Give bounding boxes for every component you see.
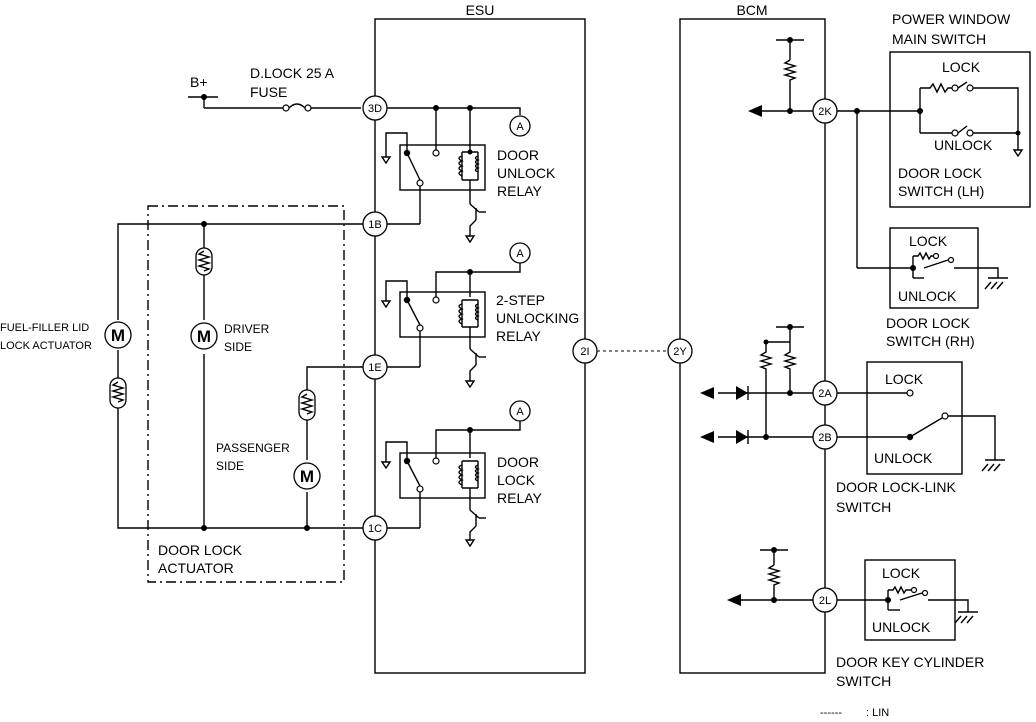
power-window-main-switch: POWER WINDOW MAIN SWITCH LOCK UNLOCK DOO… [889, 11, 1031, 208]
terminal-2l: 2L [812, 587, 838, 613]
svg-text:A: A [516, 248, 524, 260]
svg-text:LOCK ACTUATOR: LOCK ACTUATOR [0, 340, 92, 352]
svg-text:UNLOCKING: UNLOCKING [496, 310, 579, 326]
svg-text:LOCK: LOCK [885, 371, 924, 387]
motor-icon: M [197, 327, 211, 346]
svg-text:SIDE: SIDE [224, 340, 252, 354]
d-lock-fuse: D.LOCK 25 A FUSE [204, 65, 361, 112]
svg-text:2-STEP: 2-STEP [496, 292, 545, 308]
svg-text:LOCK: LOCK [909, 233, 948, 249]
terminal-2i: 2I [572, 338, 598, 364]
terminal-1b: 1B [362, 211, 388, 237]
actuator-wiring [117, 221, 363, 531]
terminal-2y: 2Y [667, 338, 693, 364]
svg-text:SIDE: SIDE [216, 459, 244, 473]
svg-text:3D: 3D [368, 103, 382, 115]
svg-text:DOOR LOCK-LINK: DOOR LOCK-LINK [836, 479, 956, 495]
fuse-label-line2: FUSE [250, 84, 287, 100]
door-key-cylinder-switch: LOCK UNLOCK DOOR KEY CYLINDER SWITCH [836, 559, 984, 689]
motor-icon: M [300, 467, 314, 486]
fuel-filler-lid-actuator: M FUEL-FILLER LID LOCK ACTUATOR [0, 321, 132, 409]
svg-text:LOCK: LOCK [942, 59, 981, 75]
passenger-side-actuator: M PASSENGER SIDE [216, 389, 321, 490]
svg-text:UNLOCK: UNLOCK [874, 450, 933, 466]
svg-text:RELAY: RELAY [497, 490, 543, 506]
svg-text:2B: 2B [818, 432, 831, 444]
svg-text:SWITCH: SWITCH [836, 673, 891, 689]
two-step-unlocking-relay: 2-STEP UNLOCKING RELAY [380, 280, 579, 389]
door-lock-link-switch: LOCK UNLOCK DOOR LOCK-LINK SWITCH [836, 361, 1005, 515]
svg-text:1B: 1B [368, 219, 381, 231]
svg-text:RELAY: RELAY [497, 183, 543, 199]
svg-text:RELAY: RELAY [496, 328, 542, 344]
bcm-input-2k [748, 37, 813, 117]
svg-text:UNLOCK: UNLOCK [898, 288, 957, 304]
svg-text:LOCK: LOCK [882, 565, 921, 581]
connector-a-1: A [509, 115, 531, 137]
svg-text:DOOR: DOOR [497, 147, 539, 163]
svg-text:FUEL-FILLER LID: FUEL-FILLER LID [0, 322, 89, 334]
battery-supply: B+ [188, 74, 218, 108]
svg-text:A: A [516, 121, 524, 133]
esu-label: ESU [466, 2, 495, 18]
svg-text:DOOR: DOOR [497, 454, 539, 470]
svg-text:2Y: 2Y [673, 346, 687, 358]
legend-lin: ------ : LIN [820, 707, 889, 719]
terminal-2a: 2A [812, 380, 838, 406]
motor-icon: M [111, 326, 125, 345]
connector-a-3: A [435, 400, 531, 458]
bcm-module: BCM [679, 2, 826, 674]
svg-text:UNLOCK: UNLOCK [497, 165, 556, 181]
svg-text:1C: 1C [368, 523, 382, 535]
svg-text:ACTUATOR: ACTUATOR [158, 560, 234, 576]
door-lock-actuator-group: DOOR LOCK ACTUATOR [147, 205, 345, 583]
door-lock-relay: DOOR LOCK RELAY [380, 441, 543, 548]
wiring-2k-external [837, 108, 920, 269]
svg-text:DRIVER: DRIVER [224, 322, 270, 336]
connector-a-2: A [435, 242, 531, 297]
driver-side-actuator: M DRIVER SIDE [190, 247, 270, 354]
esu-supply-bus [387, 105, 521, 150]
terminal-3d: 3D [362, 95, 388, 121]
legend-symbol: ------ [820, 707, 842, 719]
terminal-2k: 2K [812, 98, 838, 124]
bcm-label: BCM [736, 2, 767, 18]
svg-text:SWITCH (RH): SWITCH (RH) [886, 333, 975, 349]
svg-text:SWITCH: SWITCH [836, 499, 891, 515]
terminal-1e: 1E [362, 354, 388, 380]
legend-label: : LIN [866, 707, 889, 719]
fuse-label-line1: D.LOCK 25 A [250, 65, 335, 81]
battery-label: B+ [190, 74, 208, 90]
svg-text:2I: 2I [580, 346, 589, 358]
svg-text:POWER WINDOW: POWER WINDOW [892, 11, 1011, 27]
svg-text:UNLOCK: UNLOCK [934, 137, 993, 153]
svg-text:UNLOCK: UNLOCK [872, 619, 931, 635]
svg-text:2A: 2A [818, 388, 832, 400]
door-lock-switch-rh: LOCK UNLOCK DOOR LOCK SWITCH (RH) [886, 227, 1008, 349]
svg-text:SWITCH (LH): SWITCH (LH) [898, 183, 984, 199]
svg-text:LOCK: LOCK [497, 472, 536, 488]
svg-text:PASSENGER: PASSENGER [216, 441, 290, 455]
svg-text:DOOR LOCK: DOOR LOCK [158, 542, 243, 558]
svg-text:1E: 1E [368, 362, 381, 374]
svg-text:MAIN SWITCH: MAIN SWITCH [892, 31, 986, 47]
bcm-input-2a-2b [700, 324, 813, 444]
svg-text:DOOR LOCK: DOOR LOCK [898, 165, 983, 181]
bcm-input-2l [727, 547, 813, 606]
door-unlock-relay: DOOR UNLOCK RELAY [380, 132, 556, 244]
svg-text:2L: 2L [819, 595, 831, 607]
terminal-1c: 1C [362, 515, 388, 541]
svg-text:2K: 2K [818, 106, 832, 118]
terminal-2b: 2B [812, 424, 838, 450]
svg-text:A: A [516, 406, 524, 418]
svg-text:DOOR LOCK: DOOR LOCK [886, 315, 971, 331]
svg-text:DOOR KEY CYLINDER: DOOR KEY CYLINDER [836, 654, 984, 670]
